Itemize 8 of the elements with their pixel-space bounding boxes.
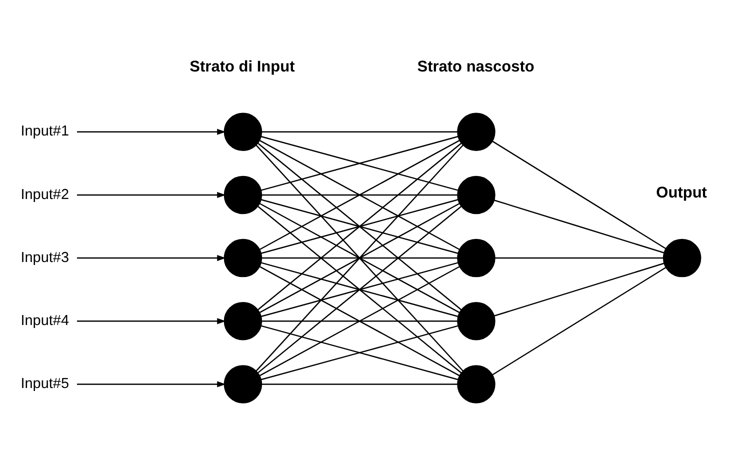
label: Output (656, 184, 707, 202)
node-text: Input#1 (20, 124, 70, 140)
label: Strato nascosto (417, 58, 534, 76)
node-text: Input#3 (20, 250, 70, 266)
node-text: Input#4 (20, 312, 70, 329)
node-text: Input#5 (20, 376, 70, 392)
label: Strato di Input (190, 58, 295, 76)
node-text: Input#2 (20, 186, 70, 203)
